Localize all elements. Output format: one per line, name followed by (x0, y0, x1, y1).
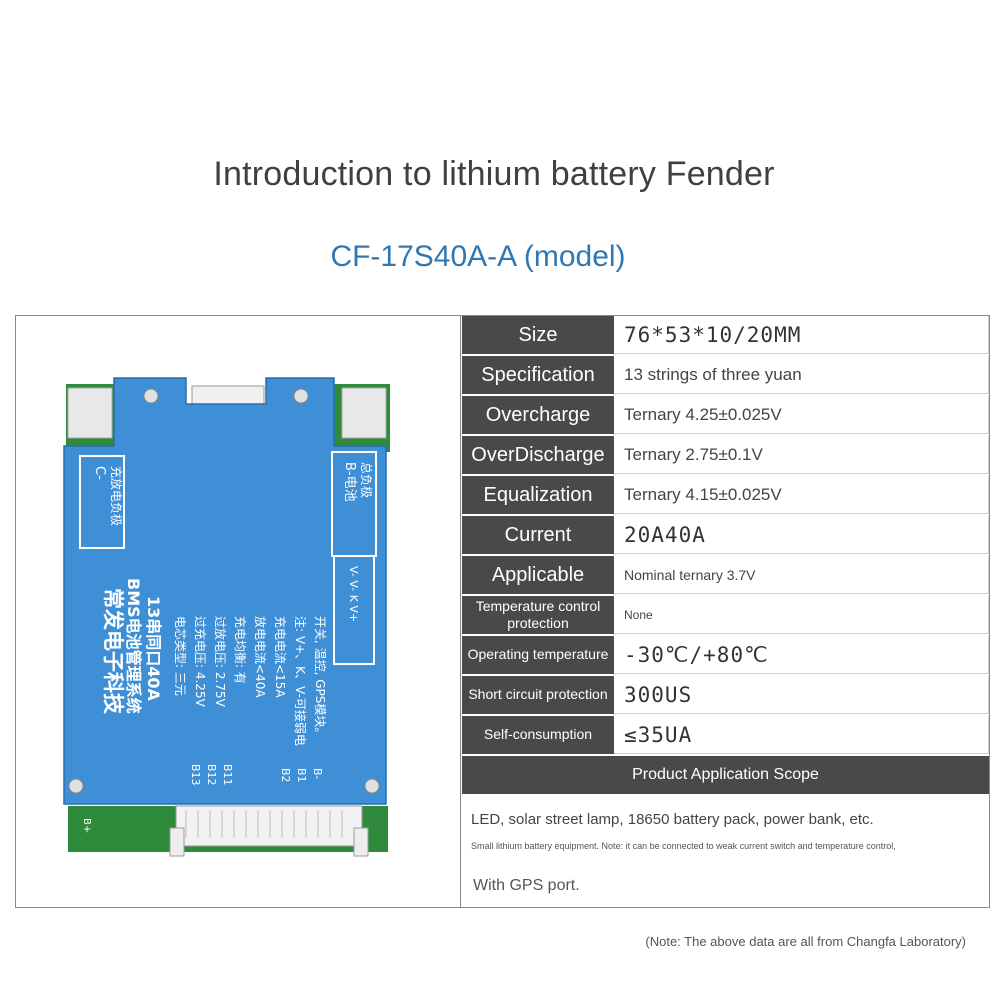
spec-label: Specification (462, 356, 614, 394)
screw-hole (293, 388, 309, 404)
spec-label: Overcharge (462, 396, 614, 434)
b12-label: B12 (205, 764, 218, 786)
balance-text: 充电均衡: 有 (233, 616, 248, 684)
spec-label: OverDischarge (462, 436, 614, 474)
cell-type-text: 电芯类型: 三元 (173, 616, 187, 696)
spec-line-text: 13串同口40A (144, 596, 163, 702)
note2-text: 开关, 温控, GPS模块。 (313, 616, 327, 739)
spec-label: Equalization (462, 476, 614, 514)
spec-row-self-consumption: Self-consumption ≤35UA (462, 716, 989, 754)
spec-label: Short circuit protection (462, 676, 614, 714)
c-minus-box (79, 455, 125, 549)
spec-row-overcharge: Overcharge Ternary 4.25±0.025V (462, 396, 989, 434)
spec-label: Current (462, 516, 614, 554)
spec-value: Ternary 2.75±0.1V (614, 436, 989, 474)
c-minus-text: 充放电负极 (109, 466, 124, 526)
system-text: BMS电池管理系统 (124, 578, 143, 714)
screw-hole (364, 778, 380, 794)
spec-value: ≤35UA (614, 716, 989, 754)
b-minus-text: 总负极 (359, 462, 373, 498)
spec-label: Operating temperature (462, 636, 614, 674)
spec-row-overdischarge: OverDischarge Ternary 2.75±0.1V (462, 436, 989, 474)
spec-label: Temperature control protection (462, 596, 614, 634)
spec-value: Nominal ternary 3.7V (614, 556, 989, 594)
charge-current-text: 充电电流<15A (273, 616, 288, 698)
spec-value: -30℃/+80℃ (614, 636, 989, 674)
spec-value: Ternary 4.25±0.025V (614, 396, 989, 434)
scope-line-2: Small lithium battery equipment. Note: i… (471, 841, 896, 851)
product-image-panel: C- 充放电负极 B-电池 总负极 V- V- K V+ 常发电子科技 BMS电… (16, 316, 461, 907)
spec-row-operating-temperature: Operating temperature -30℃/+80℃ (462, 636, 989, 674)
spec-row-current: Current 20A40A (462, 516, 989, 554)
b2-label: B2 (279, 768, 292, 783)
page-title: Introduction to lithium battery Fender (213, 155, 775, 193)
company-text: 常发电子科技 (101, 588, 125, 715)
balance-connector (175, 805, 363, 847)
note-text: 注: V+、K、V-可接弱电 (293, 616, 308, 746)
spec-row-specification: Specification 13 strings of three yuan (462, 356, 989, 394)
spec-value: 13 strings of three yuan (614, 356, 989, 394)
spec-row-equalization: Equalization Ternary 4.15±0.025V (462, 476, 989, 514)
spec-row-short-circuit: Short circuit protection 300US (462, 676, 989, 714)
connector-tab (169, 827, 185, 857)
bplus-label: B+ (81, 818, 92, 833)
spec-value: 20A40A (614, 516, 989, 554)
scope-line-3: With GPS port. (473, 877, 580, 894)
overcharge-text: 过充电压: 4.25V (193, 616, 208, 708)
terminal-top-right (341, 387, 387, 439)
spec-row-temperature-control: Temperature control protection None (462, 596, 989, 634)
b11-label: B11 (221, 764, 234, 786)
scope-line-1: LED, solar street lamp, 18650 battery pa… (471, 811, 874, 828)
spec-row-size: Size 76*53*10/20MM (462, 316, 989, 354)
terminal-top-left (67, 387, 113, 439)
screw-hole (143, 388, 159, 404)
blue-cover (63, 377, 387, 805)
spec-frame: C- 充放电负极 B-电池 总负极 V- V- K V+ 常发电子科技 BMS电… (15, 315, 990, 908)
discharge-current-text: 放电电流<40A (253, 616, 268, 698)
scope-header: Product Application Scope (462, 756, 989, 794)
spec-label: Self-consumption (462, 716, 614, 754)
footnote: (Note: The above data are all from Chang… (645, 934, 966, 949)
spec-row-applicable: Applicable Nominal ternary 3.7V (462, 556, 989, 594)
c-minus-label: C- (92, 466, 107, 480)
bms-board-illustration: C- 充放电负极 B-电池 总负极 V- V- K V+ 常发电子科技 BMS电… (63, 377, 390, 857)
spec-value: Ternary 4.15±0.025V (614, 476, 989, 514)
spec-value: None (614, 596, 989, 634)
connector-tab (353, 827, 369, 857)
screw-hole (68, 778, 84, 794)
spec-label: Size (462, 316, 614, 354)
scope-body: LED, solar street lamp, 18650 battery pa… (462, 794, 989, 907)
spec-value: 76*53*10/20MM (614, 316, 989, 354)
b13-label: B13 (189, 764, 202, 786)
model-name: CF-17S40A-A (model) (330, 240, 626, 273)
bminus-label: B- (311, 768, 324, 780)
spec-value: 300US (614, 676, 989, 714)
port-box (333, 555, 375, 665)
b-minus-label: B-电池 (342, 462, 357, 502)
b1-label: B1 (295, 768, 308, 783)
overdischarge-text: 过放电压: 2.75V (213, 616, 228, 708)
spec-label: Applicable (462, 556, 614, 594)
port-label: V- V- K V+ (347, 566, 360, 622)
